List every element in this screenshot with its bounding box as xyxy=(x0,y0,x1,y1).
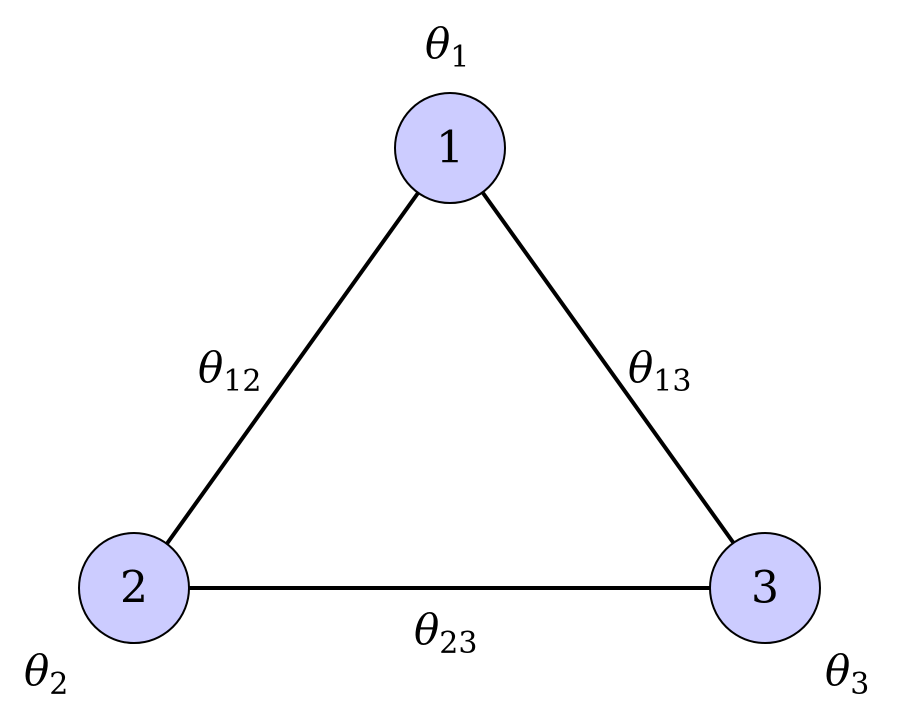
node-2-param-label: θ2 xyxy=(24,646,68,702)
edge-1-3 xyxy=(481,191,737,547)
node-3-circle xyxy=(709,532,821,644)
node-1-param-label: θ1 xyxy=(425,19,469,75)
edge-2-3-label: θ23 xyxy=(414,605,477,661)
edge-1-2 xyxy=(164,191,420,547)
node-2-label: 2 xyxy=(120,563,148,614)
edge-1-3-label: θ13 xyxy=(628,343,691,399)
node-1: 1 xyxy=(394,92,506,204)
node-1-label: 1 xyxy=(436,123,464,174)
node-2-circle xyxy=(78,532,190,644)
node-1-circle xyxy=(394,92,506,204)
node-3-label: 3 xyxy=(751,563,779,614)
node-3: 3 xyxy=(709,532,821,644)
node-3-param-label: θ3 xyxy=(825,646,869,702)
node-2: 2 xyxy=(78,532,190,644)
edge-1-2-label: θ12 xyxy=(198,343,261,399)
